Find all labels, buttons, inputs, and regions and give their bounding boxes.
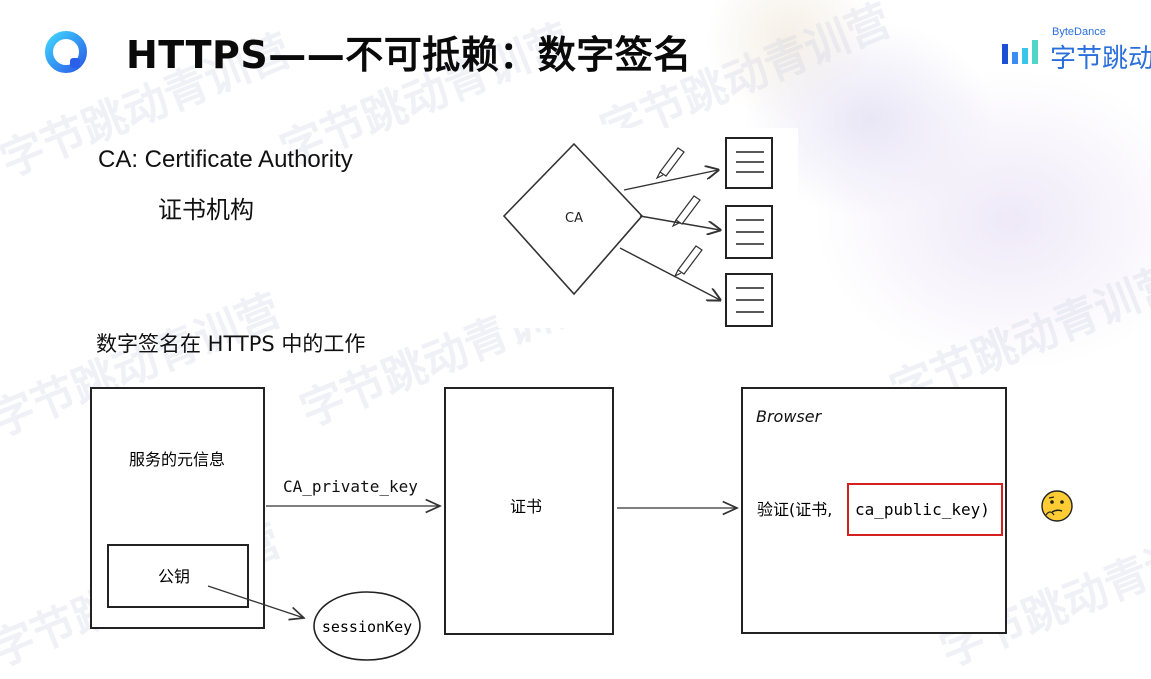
ca-public-key-text: ca_public_key): [855, 500, 990, 519]
https-signature-flow-diagram: 服务的元信息 公钥 CA_private_key 证书 Browser 验证(证…: [90, 387, 1007, 661]
ca-signing-diagram: CA: [498, 128, 798, 328]
section-heading: 数字签名在 HTTPS 中的工作: [96, 332, 366, 356]
certificate-doc-icon: [725, 273, 773, 327]
browser-label: Browser: [756, 407, 823, 426]
ca-definition: CA: Certificate Authority: [98, 146, 353, 173]
ca-private-key-label: CA_private_key: [283, 477, 418, 496]
certificate-doc-icon: [725, 205, 773, 259]
public-key-box: [107, 544, 249, 608]
verify-prefix: 验证(证书,: [757, 500, 832, 519]
public-key-to-session-arrow: [207, 585, 304, 618]
public-key-label: 公钥: [158, 567, 190, 586]
brand-chinese: 字节跳动: [1050, 44, 1151, 74]
sign-arrow: [619, 247, 720, 300]
certificate-label: 证书: [510, 497, 542, 516]
ca-public-key-highlight: [847, 483, 1003, 536]
pen-icon: [673, 245, 703, 278]
session-key-label: sessionKey: [322, 618, 412, 636]
ca-diamond: [502, 142, 644, 296]
server-meta-label: 服务的元信息: [129, 450, 225, 469]
ca-definition-cn: 证书机构: [158, 196, 254, 224]
certificate-doc-icon: [725, 137, 773, 189]
thinking-face-icon: [1041, 490, 1073, 522]
certificate-box: [444, 387, 614, 635]
pen-icon: [655, 147, 685, 180]
logo-icon: [45, 31, 87, 73]
session-key-ellipse: [313, 591, 421, 661]
brand-english: ByteDance: [1052, 26, 1106, 38]
browser-box: [741, 387, 1007, 634]
ca-label: CA: [565, 211, 583, 226]
pen-icon: [671, 195, 701, 228]
brand-logo: ByteDance 字节跳动: [1000, 26, 1151, 74]
page-title: HTTPS——不可抵赖：数字签名: [126, 33, 692, 77]
sign-arrow: [623, 170, 718, 191]
bytedance-bars-icon: [1002, 40, 1038, 64]
